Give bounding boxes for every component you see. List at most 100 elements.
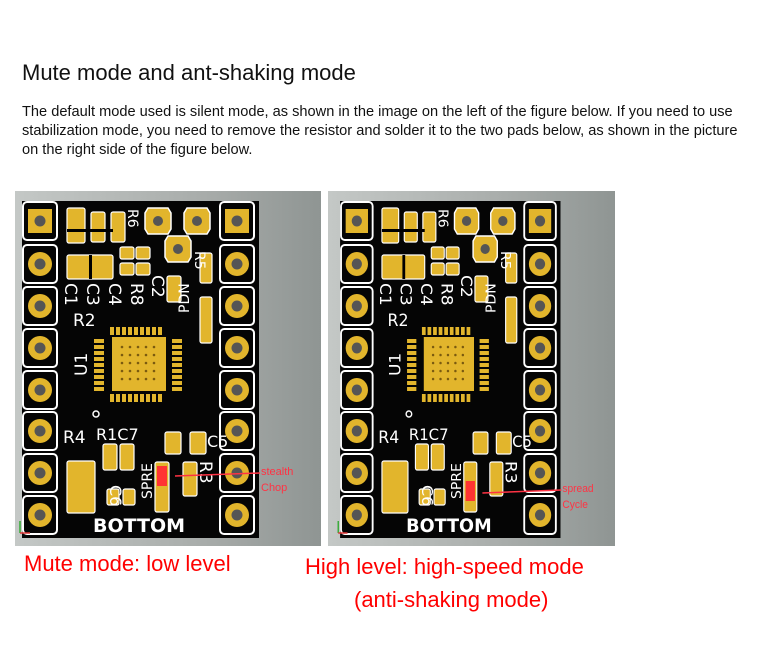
- chip-lead: [444, 327, 448, 335]
- chip-lead: [407, 387, 417, 391]
- chip-via: [454, 353, 457, 357]
- silkscreen-r4: R4: [63, 428, 86, 448]
- pin-hole: [351, 467, 362, 479]
- silkscreen-bottom: BOTTOM: [93, 515, 185, 537]
- silkscreen-r1c7: R1C7: [409, 426, 449, 445]
- smd-pad: [110, 211, 126, 243]
- chip-lead: [407, 375, 417, 379]
- chip-via: [439, 369, 442, 373]
- pin-outline: [523, 453, 557, 493]
- pin-outline: [523, 244, 557, 284]
- silkscreen-bottom: BOTTOM: [406, 515, 492, 537]
- pin-hole: [534, 384, 546, 396]
- chip-lead: [479, 375, 489, 379]
- pin1-marker: [92, 410, 100, 418]
- pin-outline: [22, 495, 58, 535]
- smd-pad: [381, 207, 400, 244]
- pin-outline: [523, 411, 557, 451]
- chip-via: [461, 345, 465, 349]
- chip-via: [136, 345, 140, 349]
- pin-hole: [534, 467, 546, 479]
- chip-via: [431, 377, 435, 381]
- smd-pad: [381, 460, 409, 514]
- caption-anti-shaking: (anti-shaking mode): [354, 587, 549, 612]
- chip-via: [144, 345, 148, 349]
- pin-hole: [498, 216, 508, 226]
- smd-pad: [164, 431, 182, 455]
- chip-lead: [407, 363, 417, 367]
- pin-hole: [534, 300, 546, 312]
- chip-lead: [407, 351, 417, 355]
- smd-pad: [182, 461, 198, 497]
- pin-hole: [34, 300, 46, 312]
- silkscreen-c5: C5: [512, 433, 532, 452]
- smd-pad: [122, 488, 136, 506]
- pin-outline: [340, 370, 374, 410]
- pin-outline: [340, 411, 374, 451]
- pin-hole: [34, 509, 46, 521]
- chip-via: [120, 345, 124, 349]
- smd-pad: [189, 431, 207, 455]
- pin-hole: [34, 467, 46, 479]
- pin-outline: [219, 244, 255, 284]
- chip-lead: [479, 357, 489, 361]
- annotation-text-line2: Chop: [261, 482, 287, 494]
- chip-via: [446, 353, 450, 357]
- chip-lead: [433, 327, 437, 335]
- chip-lead: [140, 394, 144, 402]
- chip-lead: [479, 387, 489, 391]
- silkscreen-c2: C2: [147, 275, 167, 298]
- chip-via: [144, 361, 148, 365]
- pin-outline: [340, 453, 374, 493]
- chip-via: [431, 353, 435, 357]
- chip-lead: [94, 345, 104, 349]
- pin-outline: [340, 286, 374, 326]
- chip-via: [152, 361, 156, 365]
- pin-outline: [219, 328, 255, 368]
- pin-hole: [231, 342, 243, 354]
- chip-via: [128, 369, 132, 373]
- chip-lead: [140, 327, 144, 335]
- silkscreen-r5: R5: [497, 251, 512, 270]
- caption-mute-mode: Mute mode: low level: [24, 551, 231, 576]
- chip-lead: [479, 339, 489, 343]
- chip-lead: [460, 327, 465, 335]
- pin-hole: [534, 425, 546, 437]
- chip-lead: [438, 327, 443, 335]
- chip-lead: [110, 394, 114, 402]
- chip-lead: [479, 351, 489, 355]
- chip-lead: [158, 327, 162, 335]
- smd-pad: [445, 262, 460, 276]
- description-paragraph: The default mode used is silent mode, as…: [22, 104, 738, 158]
- chip-lead: [427, 327, 432, 335]
- chip-via: [128, 361, 132, 365]
- smd-pad: [135, 262, 151, 276]
- chip-lead: [94, 357, 104, 361]
- pin-outline: [340, 244, 374, 284]
- pin-outline: [22, 244, 58, 284]
- chip-lead: [172, 381, 182, 385]
- pin-hole: [231, 215, 243, 227]
- chip-lead: [146, 327, 150, 335]
- chip-lead: [116, 327, 120, 335]
- pin-outline: [22, 328, 58, 368]
- pin-hole: [534, 342, 546, 354]
- chip-lead: [152, 394, 156, 402]
- silkscreen-r1c7: R1C7: [96, 425, 139, 444]
- silkscreen-spre: SPRE: [449, 463, 464, 499]
- chip-lead: [122, 394, 126, 402]
- chip-via: [128, 353, 132, 357]
- pin-hole: [351, 509, 362, 521]
- pin-hole: [351, 342, 362, 354]
- chip-via: [446, 369, 450, 373]
- chip-via: [454, 345, 457, 349]
- smd-pad: [90, 211, 106, 243]
- chip-via: [439, 377, 442, 381]
- pin-outline: [219, 495, 255, 535]
- pin-hole: [34, 215, 46, 227]
- chip-lead: [455, 394, 460, 402]
- silkscreen-c3: C3: [82, 283, 102, 306]
- chip-lead: [407, 339, 417, 343]
